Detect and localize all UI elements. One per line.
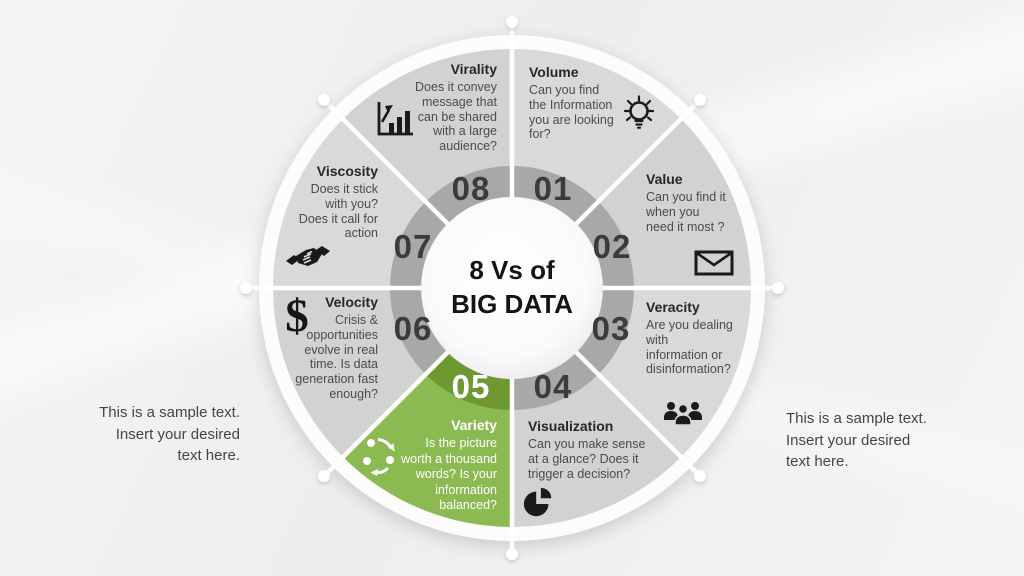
segment-description: Can you make sense at a glance? Does it … <box>528 437 646 481</box>
bar-chart-icon <box>375 100 415 138</box>
handshake-icon <box>285 243 331 273</box>
dollar-icon: $ <box>285 290 309 342</box>
segment-description: Can you find it when you need it most ? <box>646 190 726 234</box>
segment-description: Are you dealing with information or disi… <box>646 318 733 377</box>
segment-virality: Virality Does it convey message that can… <box>349 61 497 154</box>
segment-title: Variety <box>451 417 497 433</box>
segment-number-value: 02 <box>592 228 632 265</box>
segment-title: Viscosity <box>316 163 378 179</box>
center-circle <box>421 197 603 379</box>
spoke-dot <box>317 470 330 483</box>
spoke-dot <box>506 548 518 560</box>
spoke-dot <box>694 470 707 483</box>
segment-veracity: Veracity Are you dealing with informatio… <box>646 299 774 377</box>
segment-variety: Variety Is the picture worth a thousand … <box>357 417 497 514</box>
spoke-dot <box>240 282 252 294</box>
segment-description: Can you find the Information you are loo… <box>529 83 614 142</box>
wheel-title: 8 Vs of BIG DATA <box>451 255 573 319</box>
envelope-icon <box>694 250 734 276</box>
segment-title: Veracity <box>646 299 700 315</box>
segment-title: Volume <box>529 64 579 80</box>
segment-number-viscosity: 07 <box>393 228 433 265</box>
segment-number-visualization: 04 <box>533 368 573 405</box>
segment-description: Is the picture worth a thousand words? I… <box>401 436 497 513</box>
spoke-dot <box>317 93 330 106</box>
segment-number-volume: 01 <box>533 170 573 207</box>
spoke-dot <box>506 16 518 28</box>
spoke-dot <box>694 93 707 106</box>
sample-text-right: This is a sample text. Insert your desir… <box>786 410 927 470</box>
segment-description: Does it stick with you? Does it call for… <box>298 182 378 241</box>
segment-number-veracity: 03 <box>591 310 631 347</box>
sample-text-left: This is a sample text. Insert your desir… <box>99 404 240 464</box>
segment-title: Virality <box>450 61 497 77</box>
segment-number-velocity: 06 <box>393 310 433 347</box>
segment-description: Does it convey message that can be share… <box>415 80 497 154</box>
spoke-dots <box>240 16 784 560</box>
segment-velocity: Velocity Crisis & opportunities evolve i… <box>262 294 378 402</box>
segment-number-variety: 05 <box>451 368 491 405</box>
pie-chart-icon <box>522 486 556 520</box>
segment-viscosity: Viscosity Does it stick with you? Does i… <box>262 163 378 241</box>
segment-title: Visualization <box>528 418 614 434</box>
segment-volume: Volume Can you find the Information you … <box>529 64 633 142</box>
sync-icon <box>359 435 401 477</box>
people-icon <box>661 398 705 428</box>
segment-title: Velocity <box>325 294 378 310</box>
segment-visualization: Visualization Can you make sense at a gl… <box>528 418 700 481</box>
lightbulb-icon <box>619 95 659 135</box>
spoke-dot <box>772 282 784 294</box>
segment-value: Value Can you find it when you need it m… <box>646 171 758 234</box>
segment-number-virality: 08 <box>451 170 491 207</box>
segment-description: Crisis & opportunities evolve in real ti… <box>295 313 378 401</box>
segment-title: Value <box>646 171 683 187</box>
